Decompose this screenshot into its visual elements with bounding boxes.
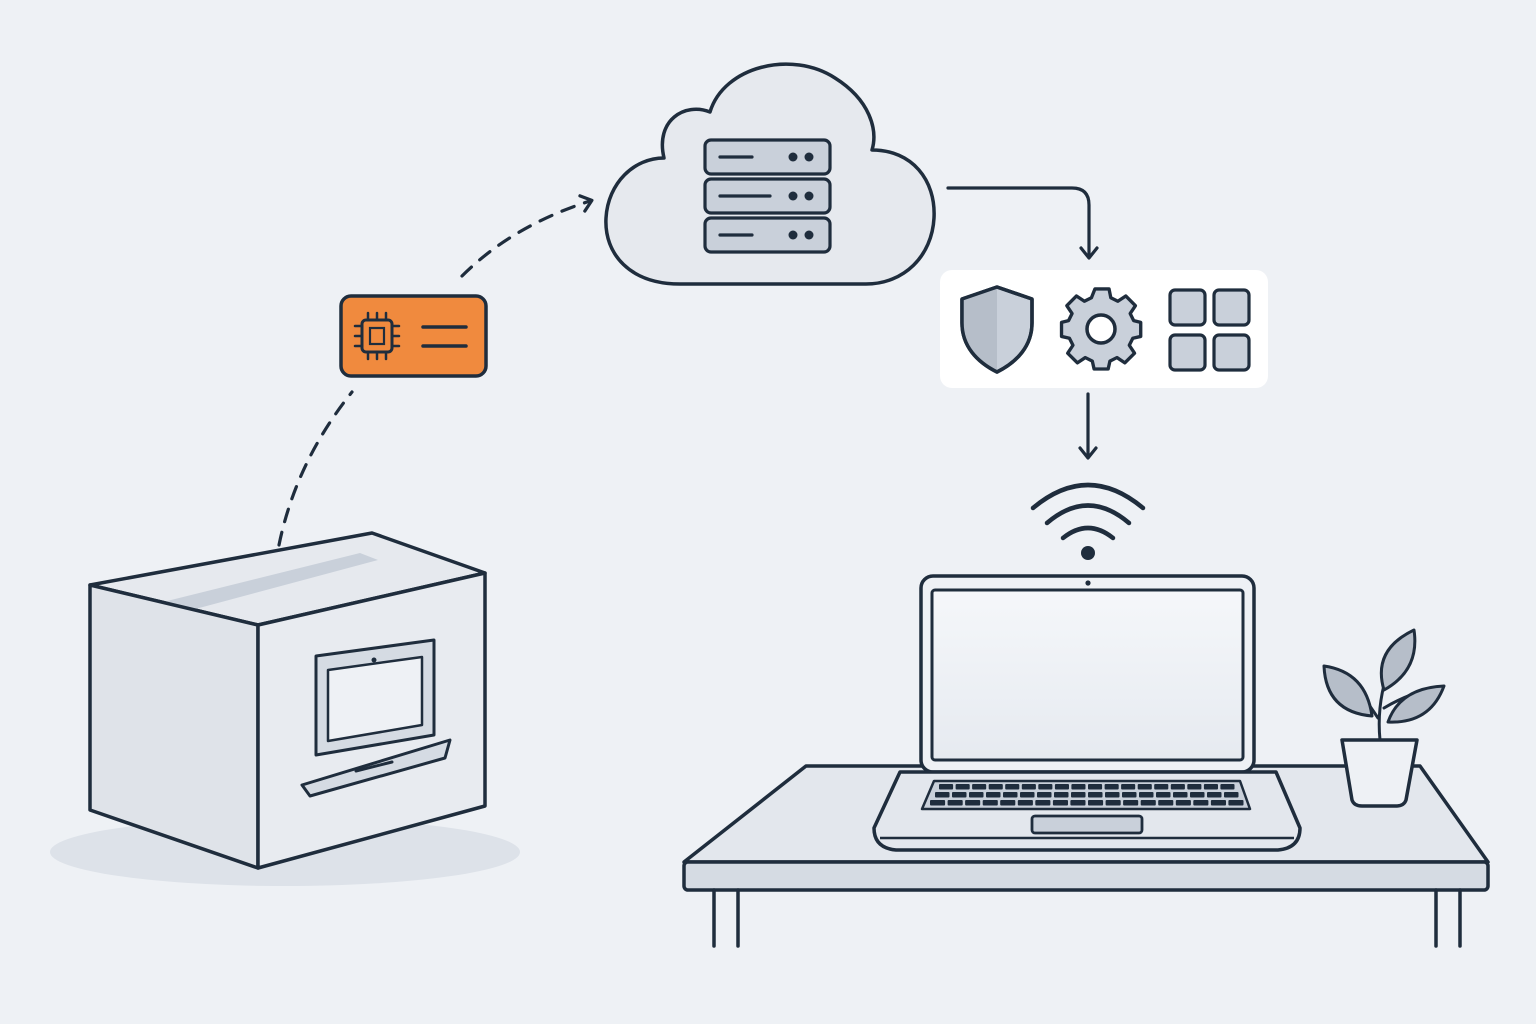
card-text-lines	[421, 325, 468, 348]
cloud-server	[604, 62, 936, 286]
keyboard-key	[1054, 784, 1069, 790]
dashed-connector-card-to-cloud	[460, 194, 594, 278]
keyboard-key	[1156, 792, 1171, 798]
laptop-screen	[930, 588, 1245, 762]
config-panel	[940, 270, 1268, 388]
plant-leaf-left	[1322, 664, 1374, 718]
keyboard-key	[955, 784, 970, 790]
keyboard-key	[1052, 800, 1068, 806]
keyboard-key	[1139, 792, 1154, 798]
laptop-trackpad	[1030, 814, 1144, 835]
keyboard-key	[1017, 800, 1033, 806]
keyboard-key	[1070, 800, 1086, 806]
keyboard-key	[1121, 784, 1136, 790]
keyboard-key	[965, 800, 981, 806]
keyboard-key	[935, 792, 950, 798]
keyboard-key	[952, 792, 967, 798]
keyboard-key	[1207, 792, 1222, 798]
keyboard-key	[939, 784, 954, 790]
desk-legs	[712, 888, 1462, 948]
plant-leaf-top	[1379, 628, 1417, 692]
desk-front-edge	[682, 860, 1490, 892]
keyboard-key	[1190, 792, 1205, 798]
laptop	[872, 574, 1302, 852]
keyboard-key	[930, 800, 946, 806]
keyboard-key	[982, 800, 998, 806]
device-id-card	[339, 294, 488, 378]
keyboard-key	[1003, 792, 1018, 798]
keyboard-key	[1175, 800, 1191, 806]
arrow-cloud-to-panel	[946, 186, 1099, 260]
shipping-box	[50, 531, 520, 886]
keyboard-key	[1123, 800, 1139, 806]
keyboard-key	[1203, 784, 1218, 790]
keyboard-key	[1158, 800, 1174, 806]
plant-leaf-right	[1386, 684, 1446, 724]
plant-pot	[1340, 738, 1419, 808]
keyboard-keys	[930, 784, 1244, 806]
keyboard-key	[1035, 800, 1051, 806]
keyboard-key	[1105, 792, 1120, 798]
server-stack-icon	[703, 138, 832, 254]
keyboard-key	[1210, 800, 1226, 806]
box-left-face	[88, 583, 260, 870]
keyboard-key	[1193, 800, 1209, 806]
keyboard-key	[1220, 784, 1235, 790]
keyboard-key	[1173, 792, 1188, 798]
keyboard-key	[1037, 792, 1052, 798]
keyboard-key	[1038, 784, 1053, 790]
apps-grid-icon	[1168, 288, 1251, 372]
keyboard-key	[1054, 792, 1069, 798]
keyboard-key	[1021, 784, 1036, 790]
keyboard-key	[1228, 800, 1244, 806]
keyboard-key	[988, 784, 1003, 790]
box-tape	[155, 553, 378, 611]
keyboard-key	[1104, 784, 1119, 790]
keyboard-key	[1088, 800, 1104, 806]
keyboard-key	[1000, 800, 1016, 806]
laptop-icon	[300, 638, 452, 798]
keyboard-key	[1088, 792, 1103, 798]
keyboard-key	[969, 792, 984, 798]
wifi-icon	[1030, 482, 1146, 560]
keyboard-key	[1187, 784, 1202, 790]
keyboard-key	[1170, 784, 1185, 790]
plant-icon	[1322, 628, 1446, 808]
keyboard-key	[1122, 792, 1137, 798]
keyboard-key	[1137, 784, 1152, 790]
keyboard-key	[1005, 784, 1020, 790]
shield-icon	[960, 285, 1034, 374]
keyboard-key	[1140, 800, 1156, 806]
keyboard-key	[1071, 784, 1086, 790]
dashed-connector-box-to-card	[277, 390, 354, 547]
laptop-camera	[1085, 580, 1091, 586]
keyboard-key	[972, 784, 987, 790]
keyboard-key	[1224, 792, 1239, 798]
chip-icon	[353, 311, 401, 361]
keyboard-key	[947, 800, 963, 806]
gear-icon	[1059, 287, 1143, 371]
keyboard-key	[986, 792, 1001, 798]
keyboard-key	[1088, 784, 1103, 790]
keyboard-key	[1020, 792, 1035, 798]
keyboard-key	[1105, 800, 1121, 806]
keyboard-key	[1154, 784, 1169, 790]
keyboard-key	[1071, 792, 1086, 798]
